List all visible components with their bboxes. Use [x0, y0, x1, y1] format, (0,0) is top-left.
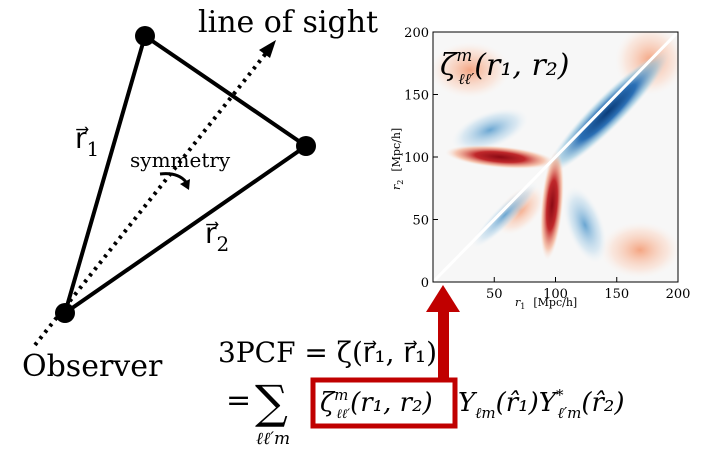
- light-red-lobe: [433, 42, 510, 98]
- y-tick-label: 100: [404, 151, 429, 166]
- diagonal-line: [433, 32, 678, 282]
- y-tick-label: 150: [404, 89, 429, 104]
- x-tick-label: 150: [604, 287, 629, 302]
- symmetry-arrow-icon: [159, 172, 188, 184]
- heatmap-panel: 50 100 150 200 0 50 100 150 200 r1[Mpc/h] r2[Mp…: [390, 26, 691, 311]
- line-of-sight-arrowhead: [259, 40, 276, 58]
- r2-label: r⃗2: [205, 217, 229, 256]
- x-tick-label: 50: [486, 287, 503, 302]
- equation-equals: =: [226, 383, 251, 418]
- triangle-diagram: line of sight r⃗1 symmetry r⃗2 Observer: [22, 5, 378, 384]
- x-tick-label: 100: [543, 287, 568, 302]
- light-red-lobe: [600, 222, 678, 278]
- sum-symbol: ∑: [255, 375, 288, 429]
- line-of-sight-dotted: [33, 50, 269, 347]
- y-axis-label: r2[Mpc/h]: [390, 128, 405, 190]
- vertex-observer: [55, 303, 75, 323]
- arrow-shaft: [438, 310, 449, 382]
- r1-label: r⃗1: [75, 122, 99, 161]
- arrow-head: [426, 285, 460, 312]
- x-axis-label: r1[Mpc/h]: [515, 296, 577, 311]
- y-tick-label: 0: [421, 276, 429, 291]
- vertex-top: [135, 26, 155, 46]
- x-tick-label: 200: [666, 287, 691, 302]
- observer-label: Observer: [22, 349, 163, 384]
- line-of-sight-label: line of sight: [198, 5, 378, 40]
- spherical-harmonics: Yℓm(r̂₁)Y*ℓ′m(r̂₂): [458, 386, 625, 422]
- light-blue-lobe: [563, 186, 607, 264]
- x-axis-ticks: 50 100 150 200: [432, 277, 691, 302]
- red-connector-arrow: [426, 285, 460, 382]
- sum-index: ℓℓ′m: [256, 429, 290, 449]
- light-blue-lobe: [451, 108, 529, 152]
- boxed-term-frame: [310, 377, 458, 429]
- equation-line1: 3PCF = ζ(r⃗₁, r⃗₁): [218, 336, 437, 369]
- symmetry-label: symmetry: [130, 148, 231, 172]
- y-axis-ticks: 0 50 100 150 200: [404, 26, 438, 291]
- r2-edge: [63, 144, 308, 315]
- red-horizontal-lobe: [445, 145, 555, 169]
- y-tick-label: 200: [404, 26, 429, 41]
- y-tick-label: 50: [412, 214, 429, 229]
- red-vertical-lobe: [540, 150, 564, 260]
- heatmap-field: [433, 32, 678, 282]
- symmetry-arrowhead: [180, 179, 190, 190]
- vertex-right: [296, 136, 316, 156]
- light-blue-lobe: [472, 182, 538, 248]
- r1-edge: [63, 35, 147, 314]
- blue-diagonal-band: [546, 50, 670, 174]
- top-edge: [143, 34, 308, 148]
